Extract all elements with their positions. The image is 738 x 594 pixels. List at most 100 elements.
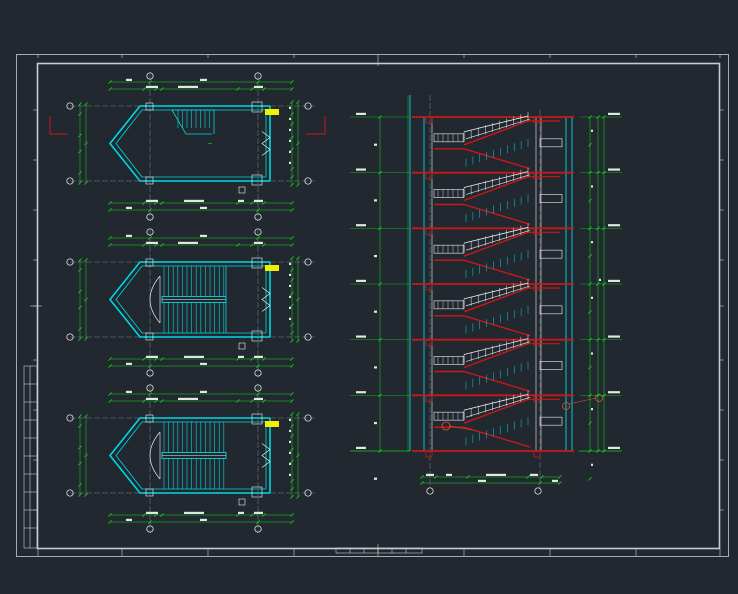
landing-rail [433,133,465,143]
column [251,330,263,342]
highlight-tag [265,421,279,427]
dimension-tick [108,357,112,361]
dimension-tick [84,493,88,497]
dimension-tick [526,475,530,479]
handrail [463,338,529,355]
stair-plan-bottom [66,384,315,533]
grid-axis-bubble-b [66,489,74,497]
cad-annotation [289,473,291,476]
cad-annotation [178,397,198,400]
grid-axis-bubble-1 [146,72,154,80]
cad-annotation [289,418,291,421]
cad-annotation [254,85,263,88]
dimension-tick [78,414,82,418]
section-dimension-bottom [420,473,562,485]
parapet-stub-right [306,116,326,135]
cad-annotation [146,199,158,202]
dimension-tick [142,243,146,247]
dimension-tick [108,87,112,91]
plan-dimension-top-1 [108,236,294,240]
dimension-tick [290,201,294,205]
dimension-tick [290,80,294,84]
handrail [463,393,529,411]
grid-axis-bubble-2 [254,384,262,392]
stair-flight-slab [463,203,531,226]
dimension-tick [160,399,164,403]
dimension-tick [540,475,544,479]
plan-dimension-top-2 [108,87,294,91]
cad-annotation [146,355,158,358]
cad-annotation [478,479,486,482]
dimension-tick [290,434,294,438]
cad-annotation [289,150,291,153]
plan-dimension-right-2 [296,256,300,343]
plan-dimension-left-1 [78,414,82,497]
dimension-tick [78,149,82,154]
dimension-tick [250,201,254,205]
handrail [465,174,531,195]
dimension-tick [78,445,82,450]
dimension-tick [250,243,254,247]
floor-drain [238,342,246,350]
cad-annotation [289,306,291,309]
dimension-tick [108,392,112,396]
dimension-tick [588,309,592,314]
dimension-tick [160,243,164,247]
landing-rail [539,305,563,315]
dimension-tick [160,513,164,517]
stair-flights [433,112,563,448]
landing-rail [433,244,465,254]
cad-annotation [200,206,207,209]
dimension-tick [290,147,294,152]
section-mark-circle [562,402,570,410]
level-label [608,279,620,282]
grid-axis-bubble-1-bottom [146,213,154,221]
cad-annotation [146,397,158,400]
dimension-tick [290,268,294,272]
dimension-tick [588,476,592,481]
dimension-tick [236,87,240,91]
grid-axis-bubble-1-bottom [146,525,154,533]
dimension-tick [142,399,146,403]
dimension-tick [290,183,294,187]
dimension-tick [148,80,152,84]
landing-rail [539,416,563,426]
floor-height-label [374,254,377,258]
dimension-tick [78,268,82,272]
column [251,174,263,186]
grid-axis-bubble-a [66,258,74,266]
cad-annotation [200,234,207,237]
level-label [356,446,366,449]
dimension-tick [290,100,294,104]
dimension-tick [148,392,152,396]
section-dimension-left [350,112,410,480]
handrail [465,397,531,418]
floor-drain [238,186,246,194]
level-label [356,224,366,227]
dimension-tick [420,481,424,485]
dimension-tick [290,339,294,343]
grid-axis-bubble-2-bottom [254,525,262,533]
dimension-tick [296,256,300,260]
column [145,102,154,111]
dimension-tick [290,487,294,491]
stair-plan-top [49,72,326,221]
dimension-tick [296,453,300,458]
plan-dimension-left-1 [78,102,82,185]
cad-annotation [289,128,291,131]
dimension-tick [142,513,146,517]
dimension-tick [250,399,254,403]
dimension-tick [250,87,254,91]
floor-drain [238,498,246,506]
grid-axis-bubble-a-right [304,414,312,422]
landing-rail [433,189,465,198]
stair-flight-slab [463,426,531,448]
column [145,176,154,185]
dimension-tick [148,236,152,240]
dimension-tick [262,243,266,247]
cad-annotation [289,440,291,443]
slab-beam [425,450,433,458]
dimension-tick [250,357,254,361]
flight-height-label [591,463,593,466]
